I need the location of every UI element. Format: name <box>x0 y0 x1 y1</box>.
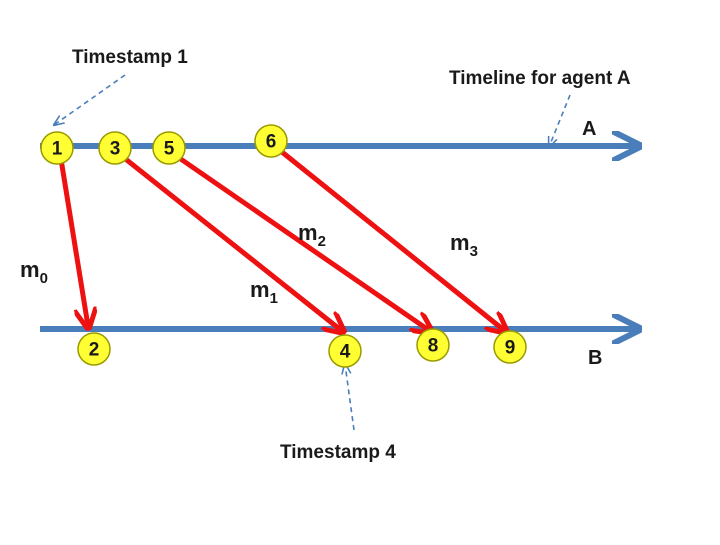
timeline-a-pointer <box>549 94 571 147</box>
message-label-m0-sub: 0 <box>40 270 48 287</box>
event-label-9: 9 <box>505 338 516 359</box>
message-label-m2-base: m <box>298 220 318 245</box>
event-label-8: 8 <box>428 336 439 357</box>
timestamp4-pointer <box>345 364 355 431</box>
message-label-m1: m1 <box>250 277 278 307</box>
event-node-1: 1 <box>40 131 74 165</box>
timestamp1-label: Timestamp 1 <box>72 47 188 68</box>
message-label-m2: m2 <box>298 220 326 250</box>
event-node-8: 8 <box>416 328 450 362</box>
event-node-2: 2 <box>77 332 111 366</box>
event-label-2: 2 <box>89 340 100 361</box>
message-arrow-m2 <box>170 150 430 331</box>
message-label-m3: m3 <box>450 230 478 260</box>
event-label-3: 3 <box>110 139 121 160</box>
message-label-m0-base: m <box>20 257 40 282</box>
event-label-4: 4 <box>340 342 351 363</box>
message-label-m0: m0 <box>20 257 48 287</box>
message-label-m3-base: m <box>450 230 470 255</box>
event-label-5: 5 <box>164 139 175 160</box>
event-node-4: 4 <box>328 334 362 368</box>
event-node-5: 5 <box>152 131 186 165</box>
event-node-3: 3 <box>98 131 132 165</box>
timestamp4-label: Timestamp 4 <box>280 442 396 463</box>
event-label-1: 1 <box>52 139 63 160</box>
event-node-9: 9 <box>493 330 527 364</box>
agent-a-label: A <box>582 118 596 140</box>
agent-b-label: B <box>588 347 602 369</box>
message-arrow-m1 <box>116 151 342 331</box>
message-arrow-m0 <box>57 152 88 326</box>
message-label-m3-sub: 3 <box>470 243 478 260</box>
event-node-6: 6 <box>254 124 288 158</box>
message-label-m2-sub: 2 <box>318 233 326 250</box>
timeline-a-label: Timeline for agent A <box>449 68 631 89</box>
message-arrow-m3 <box>270 142 505 331</box>
message-label-m1-sub: 1 <box>270 290 278 307</box>
event-label-6: 6 <box>266 132 277 153</box>
timestamp1-pointer <box>54 74 126 125</box>
message-label-m1-base: m <box>250 277 270 302</box>
